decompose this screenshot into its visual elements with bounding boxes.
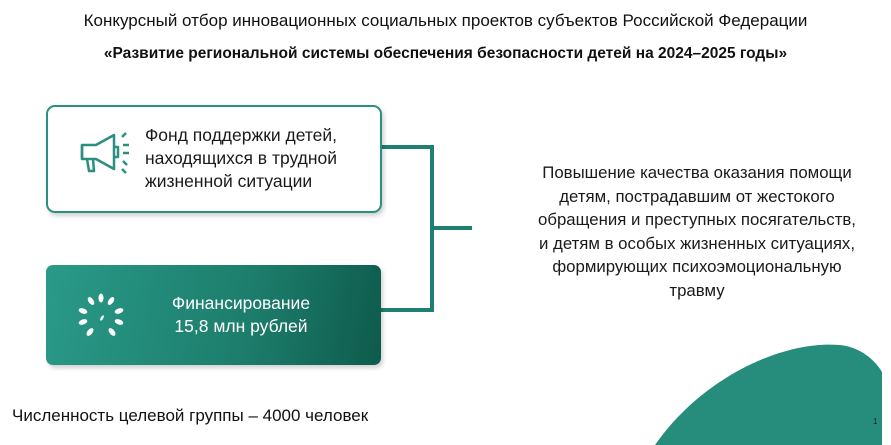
fund-name-line: находящихся в трудной [145,148,338,168]
goal-line: детям, пострадавшим от жестокого [559,186,835,206]
slide-number: 1 [873,417,878,426]
megaphone-icon [80,132,129,174]
goal-line: обращения и преступных посягательств, [538,210,856,229]
funding-amount: Финансирование 15,8 млн рублей [166,292,316,338]
goal-line: формирующих психоэмоциональную [552,257,842,276]
goal-line: травму [669,280,725,300]
funding-card: Финансирование 15,8 млн рублей [46,265,381,365]
fund-name: Фонд поддержки детей, находящихся в труд… [145,124,337,193]
target-group-count: Численность целевой группы – 4000 челове… [12,406,369,425]
goal-line: и детям в особых жизненных ситуациях, [539,233,855,253]
goal-line: Повышение качества оказания помощи [542,163,852,182]
funding-label: Финансирование [171,293,311,313]
funding-value: 15,8 млн рублей [174,316,308,336]
fund-card: Фонд поддержки детей, находящихся в труд… [46,105,382,213]
slide-subtitle: «Развитие региональной системы обеспечен… [103,45,788,62]
loading-spinner-icon [78,293,124,336]
slide-title: Конкурсный отбор инновационных социальны… [83,11,808,30]
fund-name-line: Фонд поддержки детей, [145,125,338,145]
decorative-green-shape [655,344,882,445]
fund-name-line: жизненной ситуации [145,171,313,191]
project-goal: Повышение качества оказания помощи детям… [497,161,891,302]
